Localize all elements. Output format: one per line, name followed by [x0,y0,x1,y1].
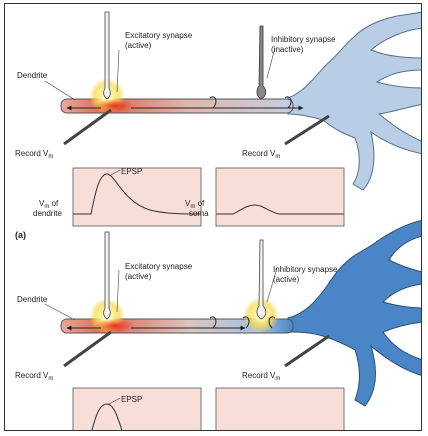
svg-text:(inactive): (inactive) [271,45,304,54]
soma-b [287,219,421,407]
trace-box-dendrite-a [72,167,202,227]
trace-box-soma-a [215,167,345,227]
figure-frame: Excitatory synapse (active) Inhibitory s… [4,3,422,431]
soma-a [287,11,421,191]
svg-text:soma: soma [189,209,209,218]
inhibitory-electrode-b [256,239,267,320]
trace-label-dendrite-a: Vm of [39,199,59,210]
record-electrode-right-b [284,334,330,368]
trace-box-soma-b [215,387,345,430]
excitatory-electrode-a [103,11,111,100]
neuron-figure: Excitatory synapse (active) Inhibitory s… [15,11,421,430]
svg-text:(active): (active) [125,272,152,281]
record-right-label-a: Record Vm [242,149,280,160]
excitatory-label-b: Excitatory synapse [125,262,193,271]
inhibitory-electrode-a [256,25,267,100]
svg-text:dendrite: dendrite [33,209,62,218]
svg-text:(active): (active) [125,41,152,50]
record-electrode-left-a [63,108,112,146]
record-left-label-a: Record Vm [15,149,53,160]
soma-trace-a [216,204,344,215]
inhibitory-label-b: Inhibitory synapse [273,265,338,274]
record-left-label-b: Record Vm [15,371,53,382]
record-right-label-b: Record Vm [242,371,280,382]
inhibitory-label-a: Inhibitory synapse [271,35,336,44]
panel-b: Excitatory synapse (active) Inhibitory s… [15,219,421,430]
dendrite-label-a: Dendrite [17,71,48,80]
record-electrode-left-b [63,330,112,368]
epsp-trace-a [73,173,202,215]
excitatory-label-a: Excitatory synapse [125,31,193,40]
svg-text:(active): (active) [273,275,300,284]
record-electrode-right-a [284,114,330,146]
epsp-label-a: EPSP [121,167,142,176]
panel-a: Excitatory synapse (active) Inhibitory s… [15,11,421,240]
trace-label-soma-a: Vm of [185,199,205,210]
panel-letter-a: (a) [15,230,26,240]
epsp-label-b: EPSP [121,395,142,404]
epsp-trace-b [91,403,123,430]
excitatory-electrode-b [103,231,111,320]
dendrite-label-b: Dendrite [17,295,48,304]
